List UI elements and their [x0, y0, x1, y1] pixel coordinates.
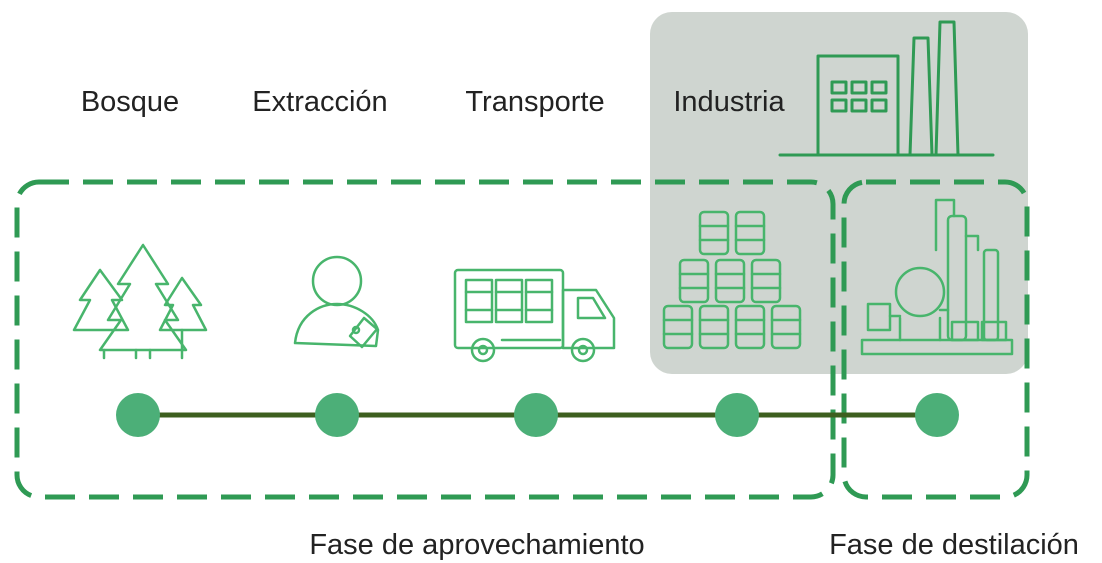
distillery-icon — [860, 198, 1014, 356]
timeline-node-extraccion — [315, 393, 359, 437]
timeline-node-bosque — [116, 393, 160, 437]
phase-label-aprovechamiento: Fase de aprovechamiento — [309, 529, 644, 561]
stage-label-bosque: Bosque — [81, 86, 179, 118]
timeline-node-industria — [715, 393, 759, 437]
phase-box-aprovechamiento — [14, 179, 836, 500]
barrels-icon — [662, 210, 802, 350]
timeline-node-transporte — [514, 393, 558, 437]
phase-box-destilacion — [841, 179, 1030, 500]
worker-icon — [293, 255, 380, 349]
truck-icon — [453, 268, 616, 363]
phase-label-destilacion: Fase de destilación — [829, 529, 1079, 561]
timeline-node-destilacion — [915, 393, 959, 437]
stage-label-transporte: Transporte — [465, 86, 604, 118]
forest-icon — [72, 243, 208, 360]
stage-label-industria: Industria — [673, 86, 785, 118]
factory-icon — [778, 20, 995, 157]
stage-label-extraccion: Extracción — [252, 86, 387, 118]
